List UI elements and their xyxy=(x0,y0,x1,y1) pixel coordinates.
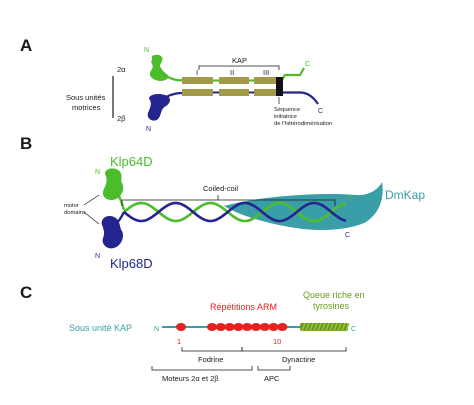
beta-motor-domain xyxy=(147,93,170,121)
repeat-first-label: 1 xyxy=(177,337,181,346)
motors-bracket xyxy=(151,366,253,371)
klp68d-label: Klp68D xyxy=(110,256,153,271)
segment-label-2: II xyxy=(230,68,234,77)
panel-b-letter: B xyxy=(20,134,32,153)
klp64d-coiled-coil xyxy=(123,201,347,223)
beta-segment-1 xyxy=(182,89,213,96)
arm-repeat xyxy=(176,323,186,331)
klp68d-c-terminus: C xyxy=(345,232,350,239)
beta-n-terminus: N xyxy=(146,126,151,133)
alpha-segment-3 xyxy=(254,77,282,84)
alpha-motor-domain xyxy=(149,54,169,81)
panel-a-letter: A xyxy=(20,36,32,55)
klp68d-n-terminus: N xyxy=(95,253,100,260)
motors-label: Moteurs 2α et 2β xyxy=(162,374,219,383)
dynactine-label: Dynactine xyxy=(282,355,315,364)
arm-repeat xyxy=(268,323,279,331)
klp64d-neck xyxy=(115,190,126,211)
arm-repeat xyxy=(207,323,217,331)
beta-label: 2β xyxy=(117,114,126,123)
alpha-label: 2α xyxy=(117,65,126,74)
tyrosine-tail xyxy=(300,322,350,332)
kap-subunit-label: Sous unité KAP xyxy=(69,323,132,333)
motor-domains-line2: domains xyxy=(64,210,86,216)
fodrine-label: Fodrine xyxy=(198,355,223,364)
panel-c: C Sous unité KAP N Répétitions ARM Queue… xyxy=(20,283,365,383)
klp68d-neck xyxy=(115,211,126,225)
klp64d-motor-domain xyxy=(102,168,124,201)
klp68d-motor-domain xyxy=(101,215,124,249)
alpha-n-terminus: N xyxy=(144,47,149,54)
arm-repeat xyxy=(277,323,288,331)
arm-repeat xyxy=(215,323,226,331)
klp64d-n-terminus: N xyxy=(95,169,100,176)
panel-a: A Sous unités motrices 2α 2β N C KAP I I… xyxy=(20,36,332,133)
kap-c-terminus: C xyxy=(351,326,356,333)
kap-label: KAP xyxy=(232,56,247,65)
alpha-segment-1 xyxy=(182,77,213,84)
motor-domains-line1: motor xyxy=(64,203,79,209)
apc-bracket xyxy=(257,366,291,371)
heterodimer-note-line3: de l'hétérodimérisation xyxy=(274,121,332,127)
alpha-c-terminus: C xyxy=(305,61,310,68)
coiled-coil-label: Coiled-coil xyxy=(203,184,238,193)
coiled-coil-bracket xyxy=(121,199,336,206)
alpha-segment-2 xyxy=(219,77,249,84)
tyrosine-tail-label-line2: tyrosines xyxy=(313,301,350,311)
beta-tail xyxy=(283,91,319,105)
subunits-label-line1: Sous unités xyxy=(66,93,105,102)
arm-repeats-group xyxy=(176,323,288,331)
motor-pointer-top xyxy=(83,194,100,206)
heterodimerization-sequence xyxy=(276,77,283,96)
klp64d-c-terminus: C xyxy=(348,195,353,202)
panel-c-letter: C xyxy=(20,283,32,302)
segment-label-3: III xyxy=(263,68,269,77)
fodrine-bracket xyxy=(181,347,243,352)
tyrosine-tail-label-line1: Queue riche en xyxy=(303,290,365,300)
arm-repeat xyxy=(251,323,261,331)
heterodimer-note-line1: Séquence xyxy=(274,107,300,113)
heterodimer-note-line2: initiatrice xyxy=(274,114,297,120)
apc-label: APC xyxy=(264,374,280,383)
arm-repeat xyxy=(224,323,235,331)
beta-segment-2 xyxy=(219,89,249,96)
repeat-last-label: 10 xyxy=(273,337,281,346)
beta-c-terminus: C xyxy=(318,108,323,115)
arm-repeat xyxy=(259,323,270,331)
alpha-neck xyxy=(167,76,183,82)
segment-label-1: I xyxy=(196,68,198,77)
alpha-tail xyxy=(281,67,305,81)
kap-bracket xyxy=(198,65,280,70)
panel-b: B Klp64D Klp68D DmKap motor domains N N … xyxy=(20,134,425,271)
arm-repeat xyxy=(233,323,244,331)
arm-repeat xyxy=(242,323,253,331)
klp68d-coiled-coil xyxy=(123,201,347,223)
arm-repeats-label: Répétitions ARM xyxy=(210,302,277,312)
kap-n-terminus: N xyxy=(154,326,159,333)
beta-neck xyxy=(165,91,183,98)
klp64d-label: Klp64D xyxy=(110,154,153,169)
subunits-label-line2: motrices xyxy=(72,103,101,112)
motor-pointer-bottom xyxy=(83,211,100,225)
dmkap-label: DmKap xyxy=(385,188,425,202)
dynactine-bracket xyxy=(241,347,347,352)
beta-segment-3 xyxy=(254,89,282,96)
